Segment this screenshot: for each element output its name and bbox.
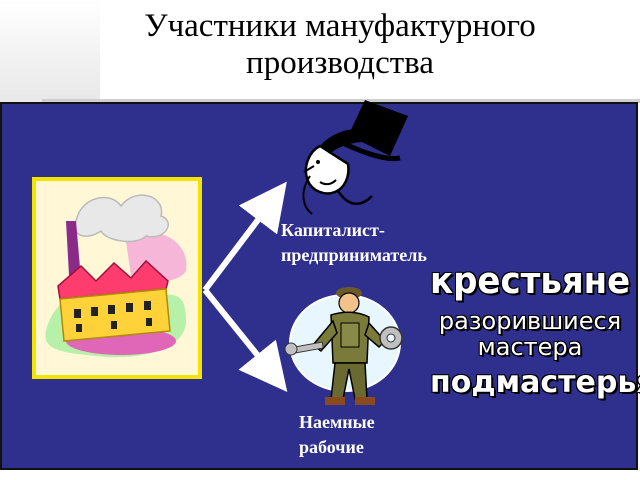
capitalist-label: Капиталист- предприниматель: [281, 220, 427, 265]
factory-icon: [45, 194, 187, 358]
title-underline: [42, 99, 640, 103]
worker-sources-list: крестьяне разорившиеся мастера подмастер…: [430, 259, 640, 400]
source-apprentices: подмастерья: [430, 365, 640, 400]
worker-with-tools-icon: [284, 287, 403, 405]
factory-frame: [32, 177, 202, 379]
top-hat-man-icon: [302, 100, 408, 215]
source-peasants: крестьяне: [430, 259, 631, 303]
workers-label: Наемные рабочие: [299, 412, 375, 457]
slide-title: Участники мануфактурного производства: [144, 8, 536, 81]
left-background-band: [0, 0, 100, 110]
source-ruined-masters: разорившиеся мастера: [438, 307, 622, 361]
